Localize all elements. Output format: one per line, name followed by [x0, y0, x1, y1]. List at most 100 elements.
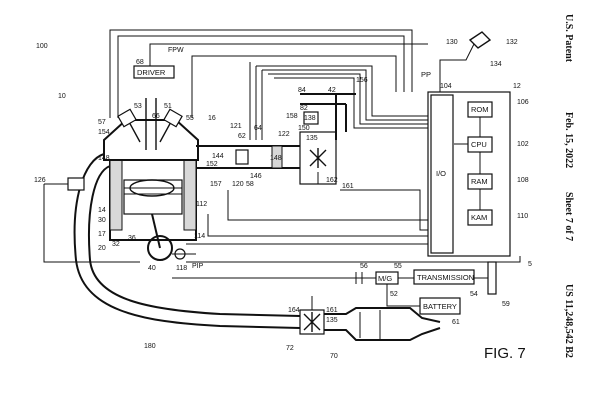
- ref-55b: 55: [394, 263, 402, 270]
- ref-72: 72: [286, 345, 294, 352]
- mg-label: M/G: [378, 274, 392, 283]
- signal-wires: [109, 29, 521, 263]
- ref-59: 59: [502, 301, 510, 308]
- ref-120: 120: [232, 181, 244, 188]
- cylinder-head: [103, 119, 199, 161]
- ref-14: 14: [98, 207, 106, 214]
- ref-36: 36: [128, 235, 136, 242]
- accelerator-pedal: [439, 31, 492, 92]
- kam-label: KAM: [471, 213, 487, 222]
- cylinder-wall-left: [109, 159, 123, 231]
- ram-label: RAM: [471, 177, 488, 186]
- header-date: Feb. 15, 2022: [563, 112, 574, 168]
- rom-label: ROM: [471, 105, 489, 114]
- connecting-rod: [151, 213, 161, 249]
- header-patent-number: US 11,248,542 B2: [563, 284, 574, 358]
- ref-55: 55: [186, 115, 194, 122]
- ref-180: 180: [144, 343, 156, 350]
- transmission-block: [413, 269, 475, 285]
- valves: [127, 119, 173, 143]
- ref-132: 132: [506, 39, 518, 46]
- ref-52: 52: [390, 291, 398, 298]
- ref-118: 118: [176, 265, 187, 272]
- ref-57: 57: [98, 119, 106, 126]
- patent-header: U.S. Patent Feb. 15, 2022 Sheet 7 of 7 U…: [563, 14, 574, 358]
- ref-51: 51: [164, 103, 172, 110]
- ref-108: 108: [517, 177, 529, 184]
- ref-54: 54: [470, 291, 478, 298]
- ref-17: 17: [98, 231, 106, 238]
- turbine-fan-icon: [303, 312, 321, 332]
- ref-62: 62: [238, 133, 246, 140]
- engine: PIP: [103, 98, 204, 270]
- ref-146: 146: [250, 173, 262, 180]
- catalyst-bricks: [359, 310, 381, 340]
- ref-121: 121: [230, 123, 242, 130]
- ref-162: 162: [326, 177, 338, 184]
- ref-5: 5: [528, 261, 532, 268]
- pedal-signal-line: [439, 43, 475, 92]
- exhaust-pipe-inner: [87, 165, 301, 317]
- catalyst-70: [324, 307, 441, 341]
- ref-106: 106: [517, 99, 529, 106]
- ref-110: 110: [517, 213, 528, 220]
- wheel-59: [487, 261, 497, 295]
- ref-134: 134: [490, 61, 502, 68]
- ref-68: 68: [136, 59, 144, 66]
- pip-label: PIP: [192, 263, 204, 270]
- ref-70: 70: [330, 353, 338, 360]
- controller: I/O ROM CPU RAM KAM PP: [421, 70, 511, 257]
- ref-12: 12: [513, 83, 521, 90]
- figure-label: FIG. 7: [484, 345, 526, 362]
- pedal-shape: [468, 31, 492, 49]
- ref-112: 112: [196, 201, 207, 208]
- injector-66: [145, 98, 157, 150]
- ref-53: 53: [134, 103, 142, 110]
- ref-82: 82: [300, 105, 308, 112]
- clutch-56: [355, 272, 363, 284]
- io-block: [430, 94, 454, 254]
- io-label: I/O: [436, 169, 446, 178]
- ref-161b: 161: [326, 307, 338, 314]
- reference-numerals: 100 10 12 130 132 134 104 106 102 108 11…: [34, 39, 532, 360]
- intake-system: [196, 93, 356, 185]
- mg-battery-link: [386, 284, 420, 307]
- exhaust-pipe-outer: [73, 153, 301, 329]
- ref-158: 158: [286, 113, 298, 120]
- ref-32: 32: [112, 241, 120, 248]
- ref-135: 135: [306, 135, 318, 142]
- ref-10: 10: [58, 93, 66, 100]
- intake-passage-146: [271, 145, 283, 169]
- ref-152: 152: [206, 161, 218, 168]
- driver-label: DRIVER: [137, 68, 166, 77]
- fpw-label: FPW: [168, 47, 184, 54]
- ref-161a: 161: [342, 183, 354, 190]
- ref-135b: 135: [326, 317, 338, 324]
- header-sheet: Sheet 7 of 7: [563, 192, 574, 241]
- intake-duct-upper: [300, 93, 356, 105]
- ref-102: 102: [517, 141, 529, 148]
- ref-64: 64: [254, 125, 262, 132]
- ref-84: 84: [298, 87, 306, 94]
- ref-138: 138: [304, 115, 316, 122]
- ref-66: 66: [152, 113, 160, 120]
- ref-148b: 148: [270, 155, 282, 162]
- throttle-62: [235, 149, 249, 165]
- ref-126: 126: [34, 177, 46, 184]
- pp-label: PP: [421, 70, 431, 79]
- ref-164: 164: [288, 307, 300, 314]
- ref-114: 114: [194, 233, 205, 240]
- cpu-label: CPU: [471, 140, 487, 149]
- ref-150: 150: [298, 125, 310, 132]
- intake-duct-vertical: [335, 94, 347, 140]
- crankshaft-40: [147, 235, 173, 261]
- ref-144: 144: [212, 153, 224, 160]
- battery-label: BATTERY: [423, 302, 457, 311]
- ref-40: 40: [148, 265, 156, 272]
- ref-154: 154: [98, 129, 110, 136]
- drivetrain: M/G TRANSMISSION BATTERY: [172, 261, 497, 315]
- ref-156: 156: [356, 77, 368, 84]
- fpw-line: [149, 43, 428, 66]
